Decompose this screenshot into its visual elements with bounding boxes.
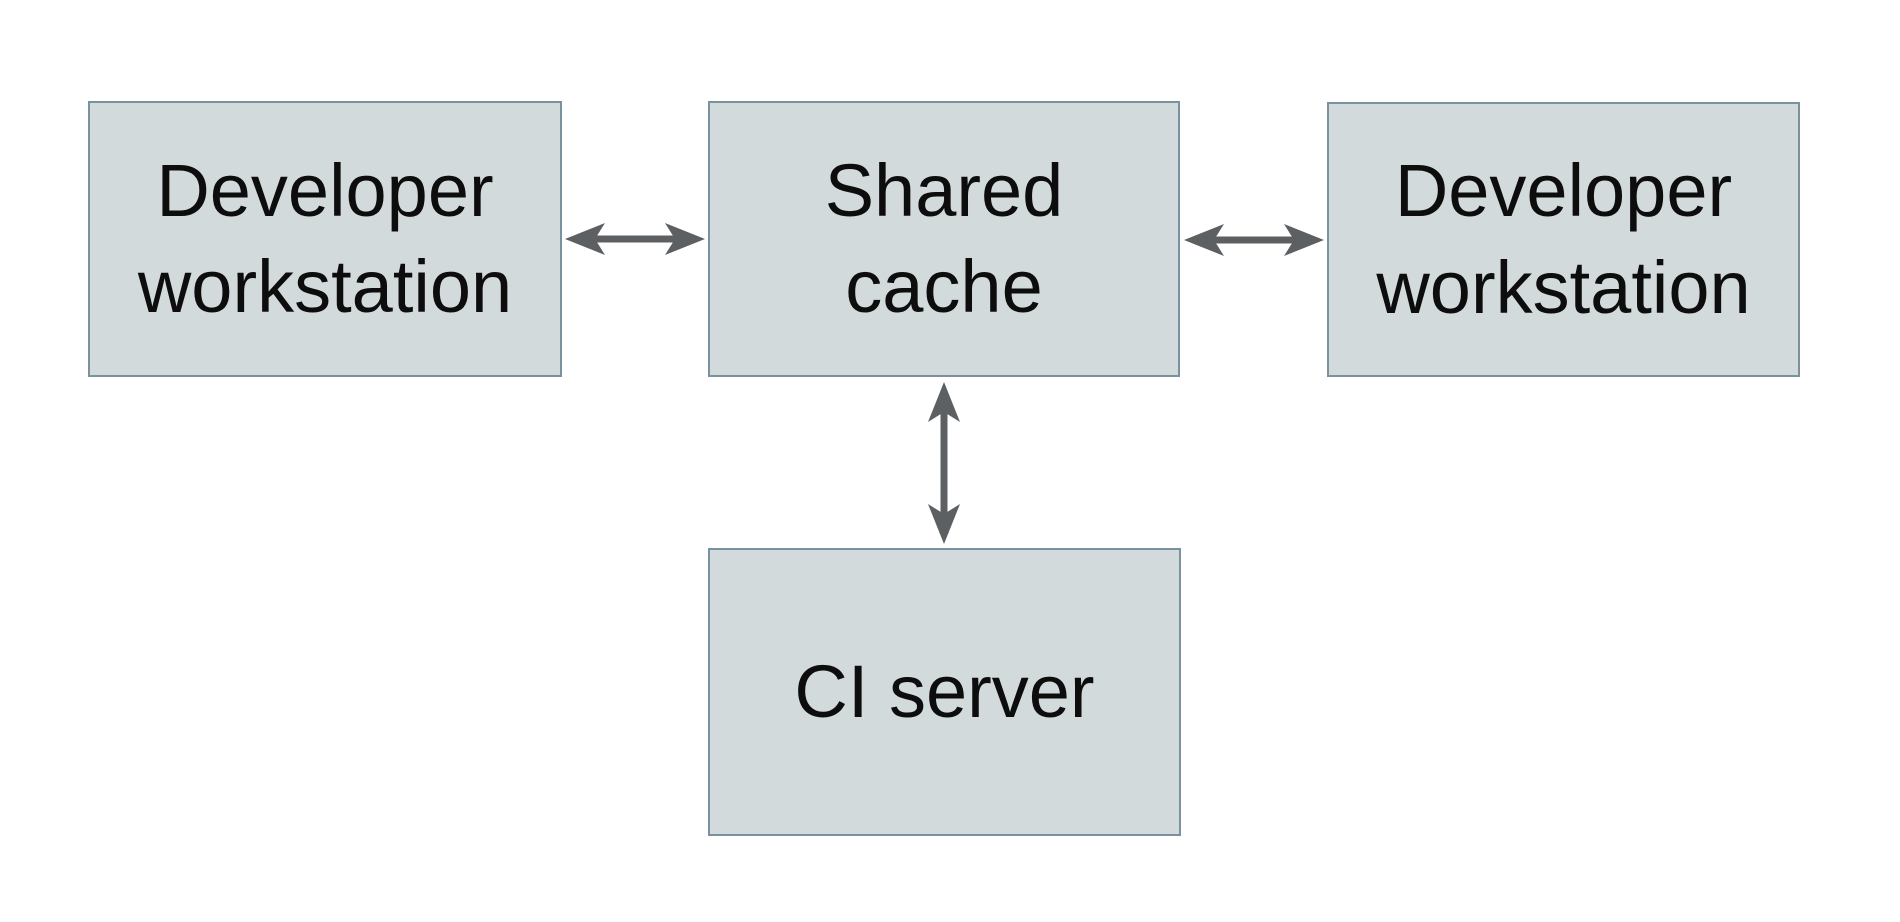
node-developer-workstation-left: Developer workstation xyxy=(88,101,562,377)
node-label: CI server xyxy=(794,649,1095,733)
arrowhead-down-icon xyxy=(928,504,960,544)
node-label: Shared cache xyxy=(824,148,1064,328)
node-label: Developer workstation xyxy=(137,148,513,328)
arrowhead-right-icon xyxy=(1284,224,1324,256)
bidirectional-arrow-cache-devright xyxy=(1184,224,1324,256)
node-label: Developer workstation xyxy=(1376,149,1751,329)
node-shared-cache: Shared cache xyxy=(708,101,1180,377)
bidirectional-arrow-devleft-cache xyxy=(565,223,705,255)
node-ci-server: CI server xyxy=(708,548,1181,836)
arrowhead-left-icon xyxy=(1184,224,1224,256)
arrowhead-up-icon xyxy=(928,382,960,422)
arrowhead-right-icon xyxy=(665,223,705,255)
bidirectional-arrow-cache-ciserver xyxy=(928,382,960,544)
node-developer-workstation-right: Developer workstation xyxy=(1327,102,1800,377)
arrowhead-left-icon xyxy=(565,223,605,255)
